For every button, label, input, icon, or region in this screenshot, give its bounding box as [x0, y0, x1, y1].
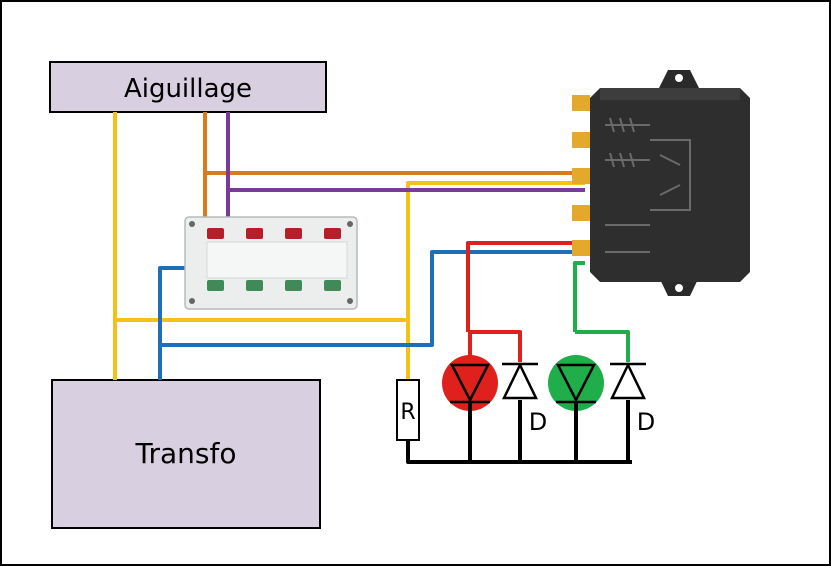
- transfo-box-rect: [51, 379, 321, 529]
- red-led: [442, 332, 498, 412]
- aiguillage-label: Aiguillage: [124, 74, 252, 104]
- panel-button-green: [246, 280, 263, 291]
- red-wire-decoder: [466, 241, 585, 332]
- relay-module-icon: [572, 70, 750, 296]
- led-symbol-triangle: [555, 363, 597, 403]
- diode-label-2: D: [637, 408, 655, 436]
- transfo-box: Transfo: [51, 379, 321, 529]
- green-wire-decoder: [573, 261, 585, 332]
- diode-label-1: D: [529, 408, 547, 436]
- blue-wire-decoder: [160, 250, 585, 347]
- decoder-terminal: [572, 132, 590, 148]
- diode-symbol-triangle: [610, 362, 646, 400]
- decoder-terminal: [572, 95, 590, 111]
- panel-button-green: [285, 280, 302, 291]
- push-button-panel-icon: [184, 216, 358, 310]
- panel-screw: [189, 298, 195, 304]
- decoder-engraving: [605, 117, 691, 253]
- green-led-glow: [548, 355, 604, 411]
- decoder-terminal: [572, 240, 590, 256]
- panel-screw: [189, 221, 195, 227]
- panel-button-green: [207, 280, 224, 291]
- panel-button-green: [324, 280, 341, 291]
- panel-screw: [347, 221, 353, 227]
- resistor-body: [396, 379, 420, 441]
- decoder-terminal: [572, 168, 590, 184]
- panel-button-red: [207, 228, 224, 239]
- resistor-label: R: [400, 400, 415, 425]
- resistor: R: [396, 379, 420, 441]
- wires: [113, 112, 632, 464]
- diode-1: D: [502, 362, 547, 436]
- panel-button-red: [246, 228, 263, 239]
- decoder-mount-hole: [675, 74, 683, 82]
- red-led-glow: [442, 355, 498, 411]
- led-symbol-triangle: [449, 363, 491, 403]
- yellow-wire-decoder-feed: [406, 181, 585, 320]
- decoder-mount-hole: [675, 284, 683, 292]
- blue-wire-transfo-panel: [158, 266, 185, 380]
- panel-button-red: [324, 228, 341, 239]
- green-led: [548, 355, 604, 412]
- aiguillage-box: Aiguillage: [49, 61, 327, 113]
- aiguillage-box-rect: [49, 61, 327, 113]
- diode-symbol-triangle: [502, 362, 538, 400]
- panel-screw: [347, 298, 353, 304]
- black-return-wire: [406, 440, 632, 464]
- panel-label-area: [206, 241, 348, 279]
- green-wire-diode: [575, 330, 630, 362]
- panel-button-red: [285, 228, 302, 239]
- red-wire-diode: [468, 330, 522, 362]
- decoder-terminal: [572, 205, 590, 221]
- transfo-label: Transfo: [135, 437, 237, 470]
- decoder-top-edge: [600, 88, 740, 100]
- diode-2: D: [610, 362, 655, 436]
- decoder-body: [590, 88, 750, 282]
